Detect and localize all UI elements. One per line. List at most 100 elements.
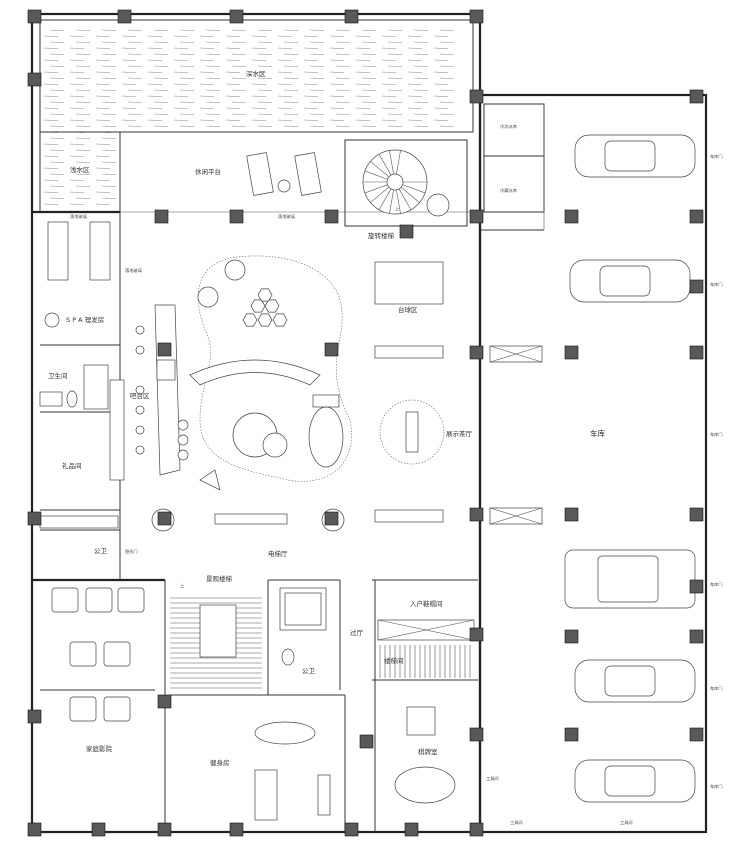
water-dash [283, 125, 299, 127]
water-dash [147, 59, 163, 61]
label-up-mark: 上 [180, 582, 184, 588]
water-dash [251, 47, 267, 49]
gym-equipment [254, 721, 331, 821]
water-dash [251, 59, 267, 61]
column [689, 279, 704, 294]
column [344, 9, 359, 24]
water-dash [407, 35, 423, 37]
column [229, 9, 244, 24]
label-entry-closet: 入户鞋帽间 [410, 599, 443, 608]
water-dash [95, 179, 111, 181]
cold-rooms [483, 103, 545, 230]
water-dash [329, 71, 345, 73]
water-dash [179, 125, 195, 127]
label-spa: S P A 理发房 [66, 315, 104, 324]
theater-seat [103, 696, 131, 722]
water-dash [309, 125, 325, 127]
water-dash [225, 35, 241, 37]
column [689, 345, 704, 360]
water-dash [75, 149, 91, 151]
water-dash [49, 173, 65, 175]
label-cold-freezer: 冷冻冰库 [500, 123, 517, 130]
water-dash [387, 113, 403, 115]
water-dash [381, 71, 397, 73]
water-dash [95, 71, 111, 73]
feature-stair [170, 597, 262, 689]
water-dash [439, 29, 455, 31]
water-dash [49, 41, 65, 43]
water-dash [381, 47, 397, 49]
water-dash [387, 41, 403, 43]
water-dash [75, 53, 91, 55]
water-dash [283, 101, 299, 103]
water-dash [173, 59, 189, 61]
note-garage-door-5: 车库门 [710, 685, 723, 692]
column [469, 345, 484, 360]
water-dash [49, 137, 65, 139]
water-dash [439, 113, 455, 115]
water-dash [335, 89, 351, 91]
water-dash [101, 65, 117, 67]
water-dash [43, 155, 59, 157]
water-dash [413, 41, 429, 43]
water-dash [69, 191, 85, 193]
water-dash [205, 113, 221, 115]
note-garage-door-1: 车库门 [710, 153, 723, 160]
water-dash [199, 83, 215, 85]
water-dash [101, 101, 117, 103]
water-dash [303, 59, 319, 61]
car-roof [599, 265, 651, 297]
water-dash [225, 59, 241, 61]
water-dash [257, 89, 273, 91]
water-dash [335, 53, 351, 55]
water-dash [361, 41, 377, 43]
water-dash [127, 65, 143, 67]
water-dash [413, 77, 429, 79]
water-dash [231, 53, 247, 55]
column [469, 627, 484, 642]
column [324, 209, 339, 224]
water-dash [101, 185, 117, 187]
water-dash [361, 29, 377, 31]
water-dash [309, 89, 325, 91]
water-dash [407, 83, 423, 85]
water-dash [303, 95, 319, 97]
label-elevator-hall: 电梯厅 [268, 549, 288, 558]
water-dash [127, 77, 143, 79]
water-dash [251, 107, 267, 109]
water-dash [277, 95, 293, 97]
water-dash [355, 119, 371, 121]
water-dash [43, 179, 59, 181]
spiral-tread [389, 189, 394, 214]
water-dash [127, 29, 143, 31]
water-dash [205, 53, 221, 55]
water-dash [147, 83, 163, 85]
water-dash [127, 89, 143, 91]
note-garage-door-4: 车库门 [710, 581, 723, 588]
water-dash [173, 71, 189, 73]
water-dash [95, 83, 111, 85]
water-dash [49, 65, 65, 67]
water-dash [361, 53, 377, 55]
water-dash [251, 71, 267, 73]
water-dash [387, 65, 403, 67]
water-dash [49, 197, 65, 199]
water-dash [329, 35, 345, 37]
column [564, 345, 579, 360]
water-dash [361, 65, 377, 67]
water-dash [43, 203, 59, 205]
water-dash [231, 101, 247, 103]
water-dash [277, 83, 293, 85]
column [564, 629, 579, 644]
column [229, 822, 244, 837]
water-dash [199, 119, 215, 121]
note-tool-room-1: 工具间 [486, 775, 499, 782]
bar-stool [135, 405, 145, 415]
water-dash [127, 41, 143, 43]
water-dash [205, 65, 221, 67]
water-dash [361, 101, 377, 103]
water-dash [95, 107, 111, 109]
water-dash [147, 47, 163, 49]
water-dash [69, 95, 85, 97]
